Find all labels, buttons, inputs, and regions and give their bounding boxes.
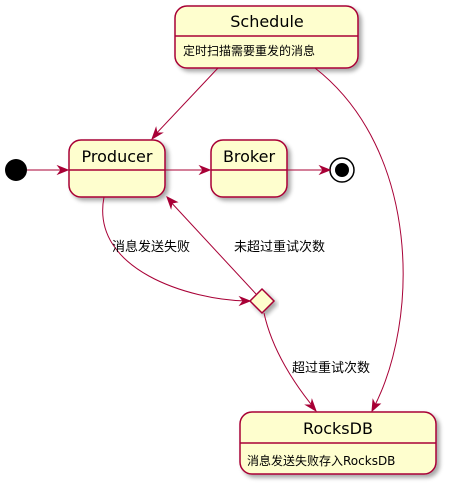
end-node (329, 157, 355, 183)
rocksdb-description: 消息发送失败存入RocksDB (247, 453, 395, 468)
arrowhead-choice-to-producer (166, 195, 179, 210)
arrowhead-broker-to-end (318, 164, 332, 176)
edge-choice-to-rocksdb (263, 312, 316, 410)
choice-diamond (248, 287, 276, 315)
schedule-state (174, 5, 359, 69)
arrowhead-producer-to-choice (238, 295, 252, 307)
broker-state (210, 139, 288, 198)
schedule-title: Schedule (230, 12, 304, 31)
edge-producer-to-choice (102, 196, 248, 302)
broker-title: Broker (223, 147, 276, 166)
start-node (5, 159, 27, 181)
edge-schedule-to-producer (152, 67, 219, 138)
producer-state (68, 139, 166, 198)
edge-schedule-to-rocksdb (314, 67, 404, 410)
schedule-description: 定时扫描需要重发的消息 (183, 43, 315, 58)
arrowhead-producer-to-broker (198, 164, 212, 176)
producer-title: Producer (82, 147, 153, 166)
arrowhead-start-to-producer (56, 164, 70, 176)
label-choice-to-producer: 未超过重试次数 (234, 239, 325, 255)
arrowhead-schedule-to-rocksdb (371, 398, 382, 413)
label-choice-to-rocksdb: 超过重试次数 (292, 360, 370, 376)
rocksdb-title: RocksDB (303, 419, 373, 438)
label-producer-to-choice: 消息发送失败 (112, 239, 190, 255)
arrowhead-schedule-to-producer (151, 126, 164, 141)
arrowhead-choice-to-rocksdb (304, 398, 317, 413)
edge-choice-to-producer (167, 198, 257, 295)
